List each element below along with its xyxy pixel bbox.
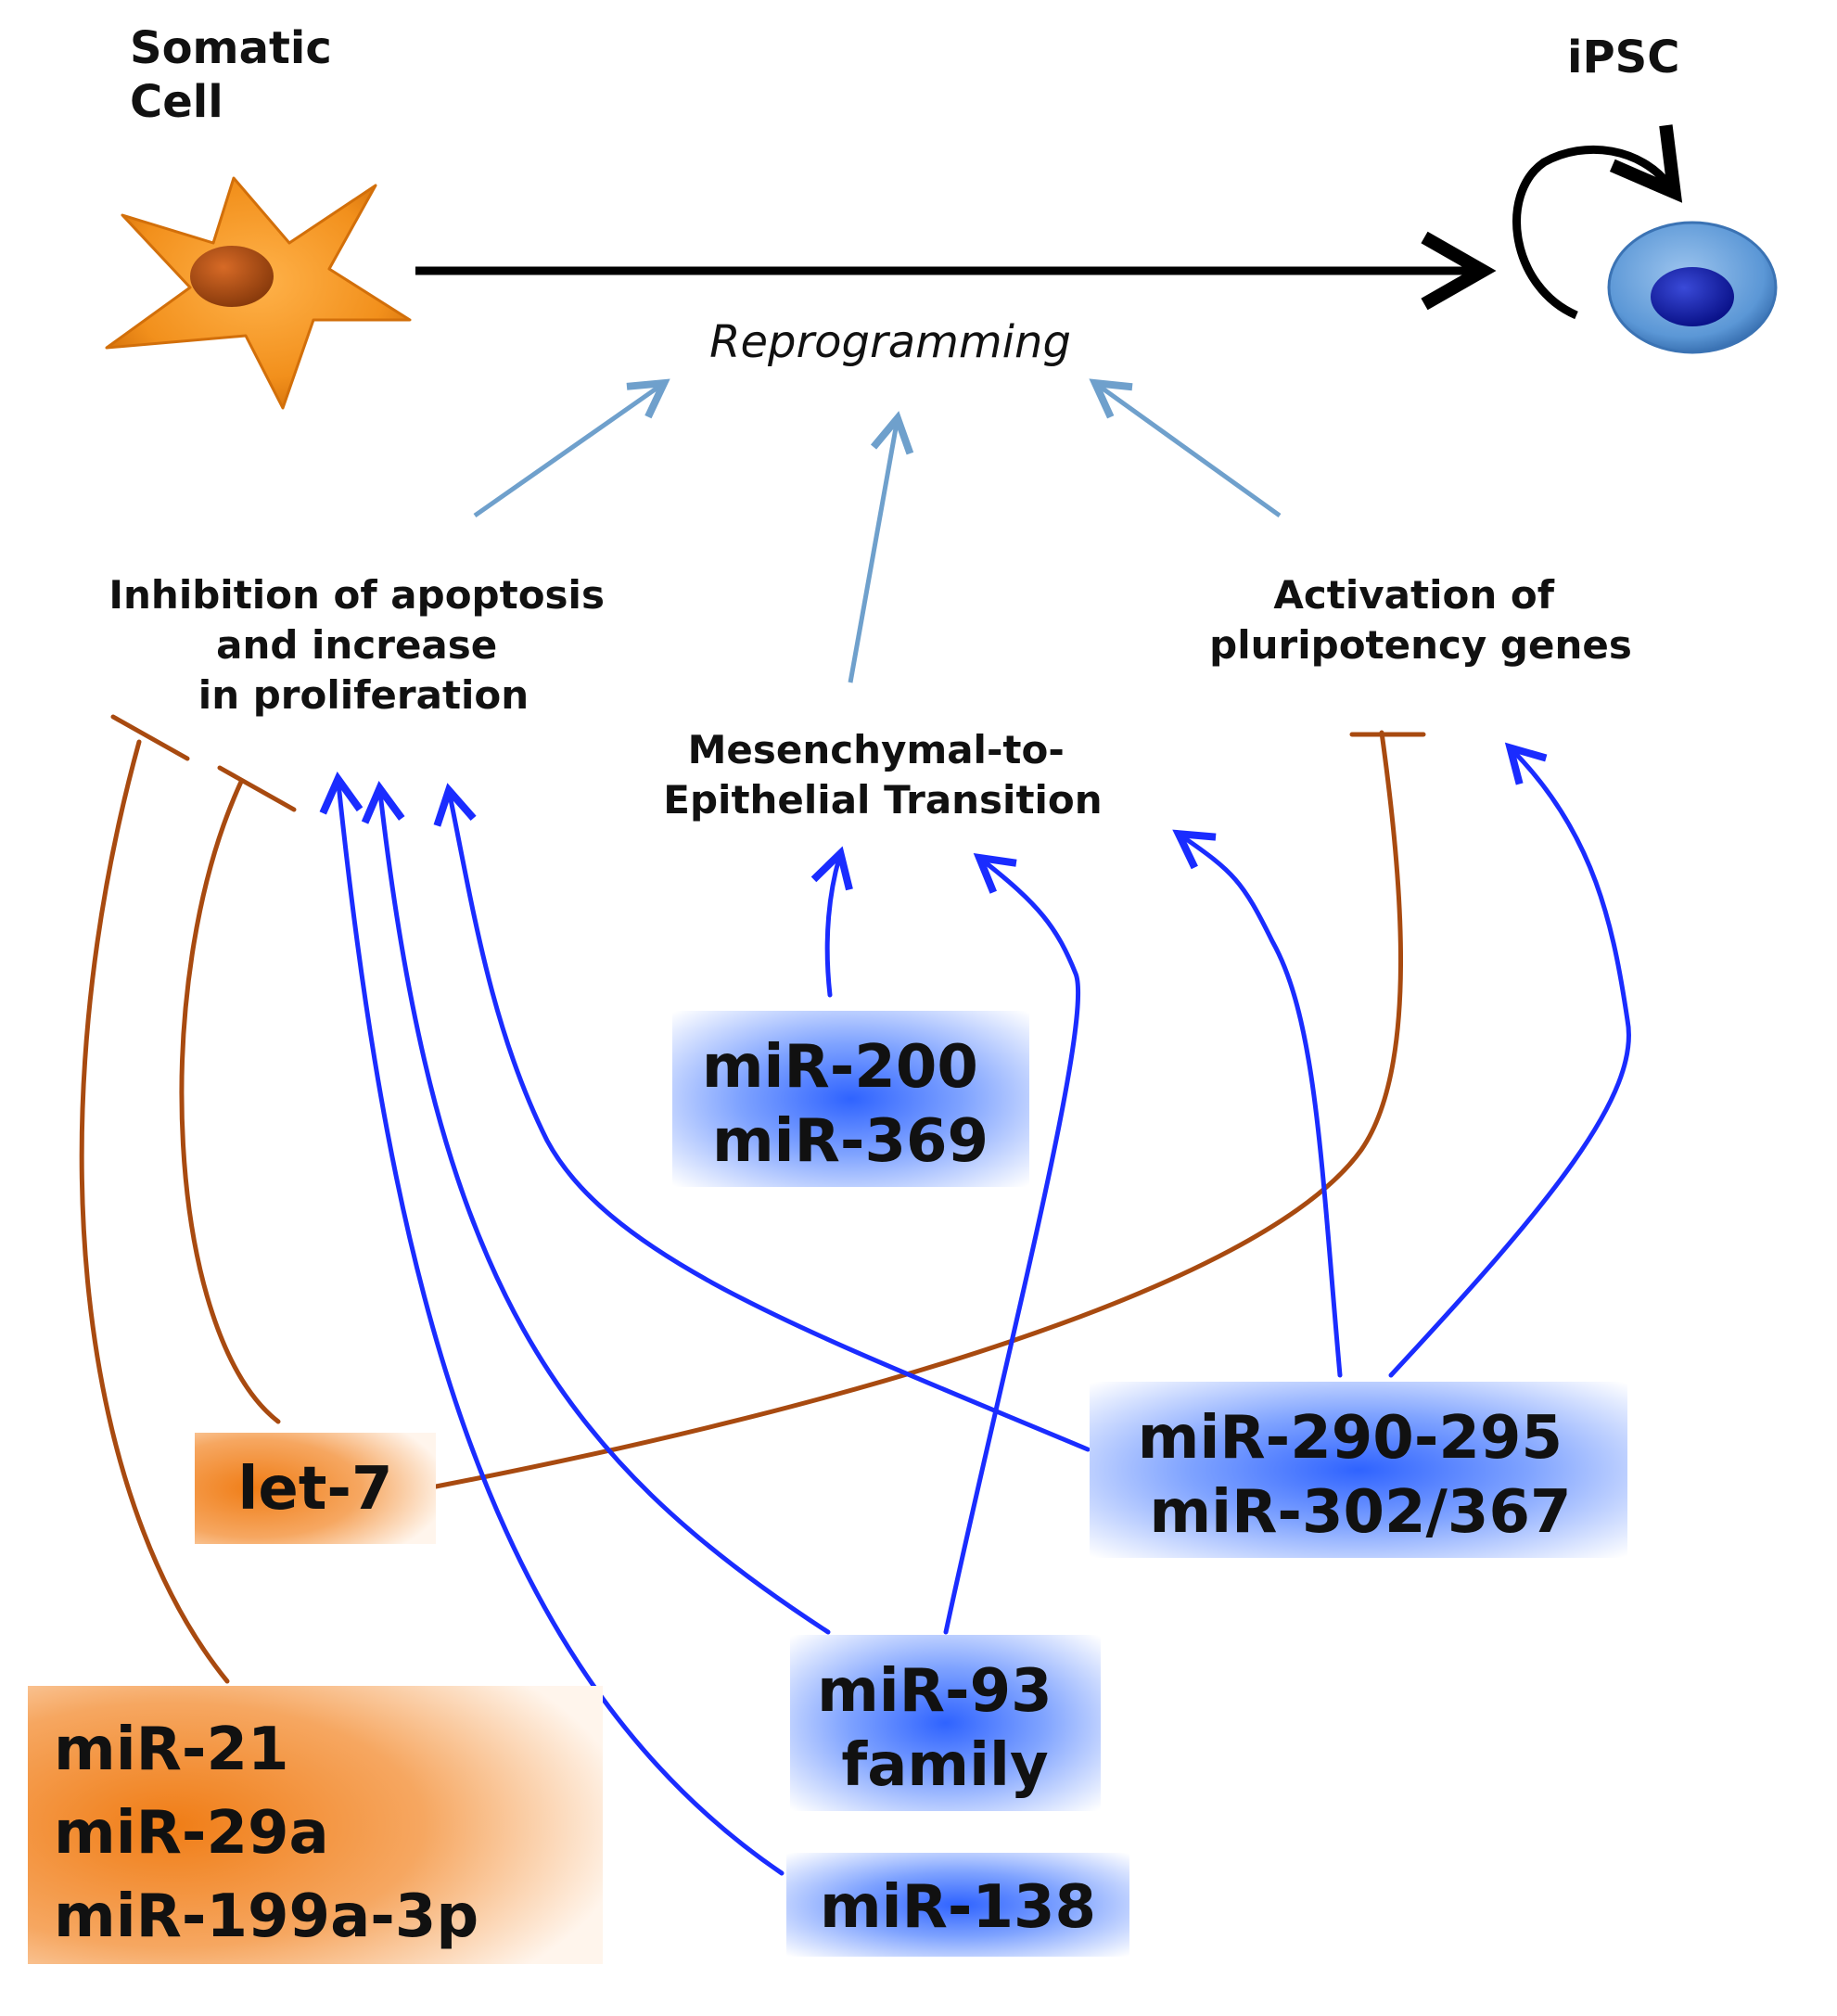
pluripotency-process-label: Activation of pluripotency genes [1209,572,1632,668]
apoptosis-process-label: Inhibition of apoptosis and increase in … [108,572,618,718]
inhibition-edges [79,714,1426,1684]
mir290-to-apoptosis [433,783,1091,1452]
mir138-to-apoptosis [319,772,785,1876]
apoptosis-to-reprogramming-arrow [473,378,670,518]
let7-apoptosis-inhibition-bar [217,765,297,812]
svg-text:miR-21 miR-29a miR: miR-21 miR-29a miR-199a-3p [54,1716,478,1951]
mir200-box: miR-200 miR-369 [672,1011,1029,1187]
ipsc-label: iPSC [1567,32,1679,83]
mir21-inhibition-bar [110,714,190,761]
mir138-box: miR-138 [786,1853,1129,1957]
mir21-inhibits-apoptosis [79,739,230,1684]
mir93-to-met [943,852,1081,1635]
reprogramming-label: Reprogramming [709,316,1071,368]
mir200-to-met [810,846,853,998]
svg-text:miR-138: miR-138 [820,1873,1096,1942]
let7-box: let-7 [195,1433,436,1544]
svg-text:miR-290-295 miR-302/367: miR-290-295 miR-302/367 [1138,1404,1584,1547]
met-to-reprogramming-arrow [848,411,914,683]
svg-text:miR-200 miR-369: miR-200 miR-369 [702,1033,999,1176]
ipsc-cell-icon [1607,221,1778,354]
let7-inhibits-pluripotency [433,730,1403,1489]
mir290-to-pluripotency [1388,742,1631,1378]
somatic-cell-label: Somatic Cell [130,22,348,128]
mir290-to-met [1172,829,1343,1378]
met-process-label: Mesenchymal-to- Epithelial Transition [663,727,1102,823]
let7-inhibits-apoptosis [179,779,281,1424]
mir93-to-apoptosis [361,781,831,1635]
pluripotency-to-reprogramming-arrow [1089,378,1282,518]
self-renewal-arrow-icon [1512,124,1683,320]
svg-text:miR-93 family: miR-93 family [817,1657,1073,1800]
mir93-box: miR-93 family [790,1635,1101,1811]
activation-edges [319,742,1631,1876]
mir290-box: miR-290-295 miR-302/367 [1090,1382,1627,1558]
somatic-cell-icon [105,176,412,410]
mir21-box: miR-21 miR-29a miR-199a-3p [28,1686,603,1964]
svg-text:let-7: let-7 [237,1455,392,1524]
